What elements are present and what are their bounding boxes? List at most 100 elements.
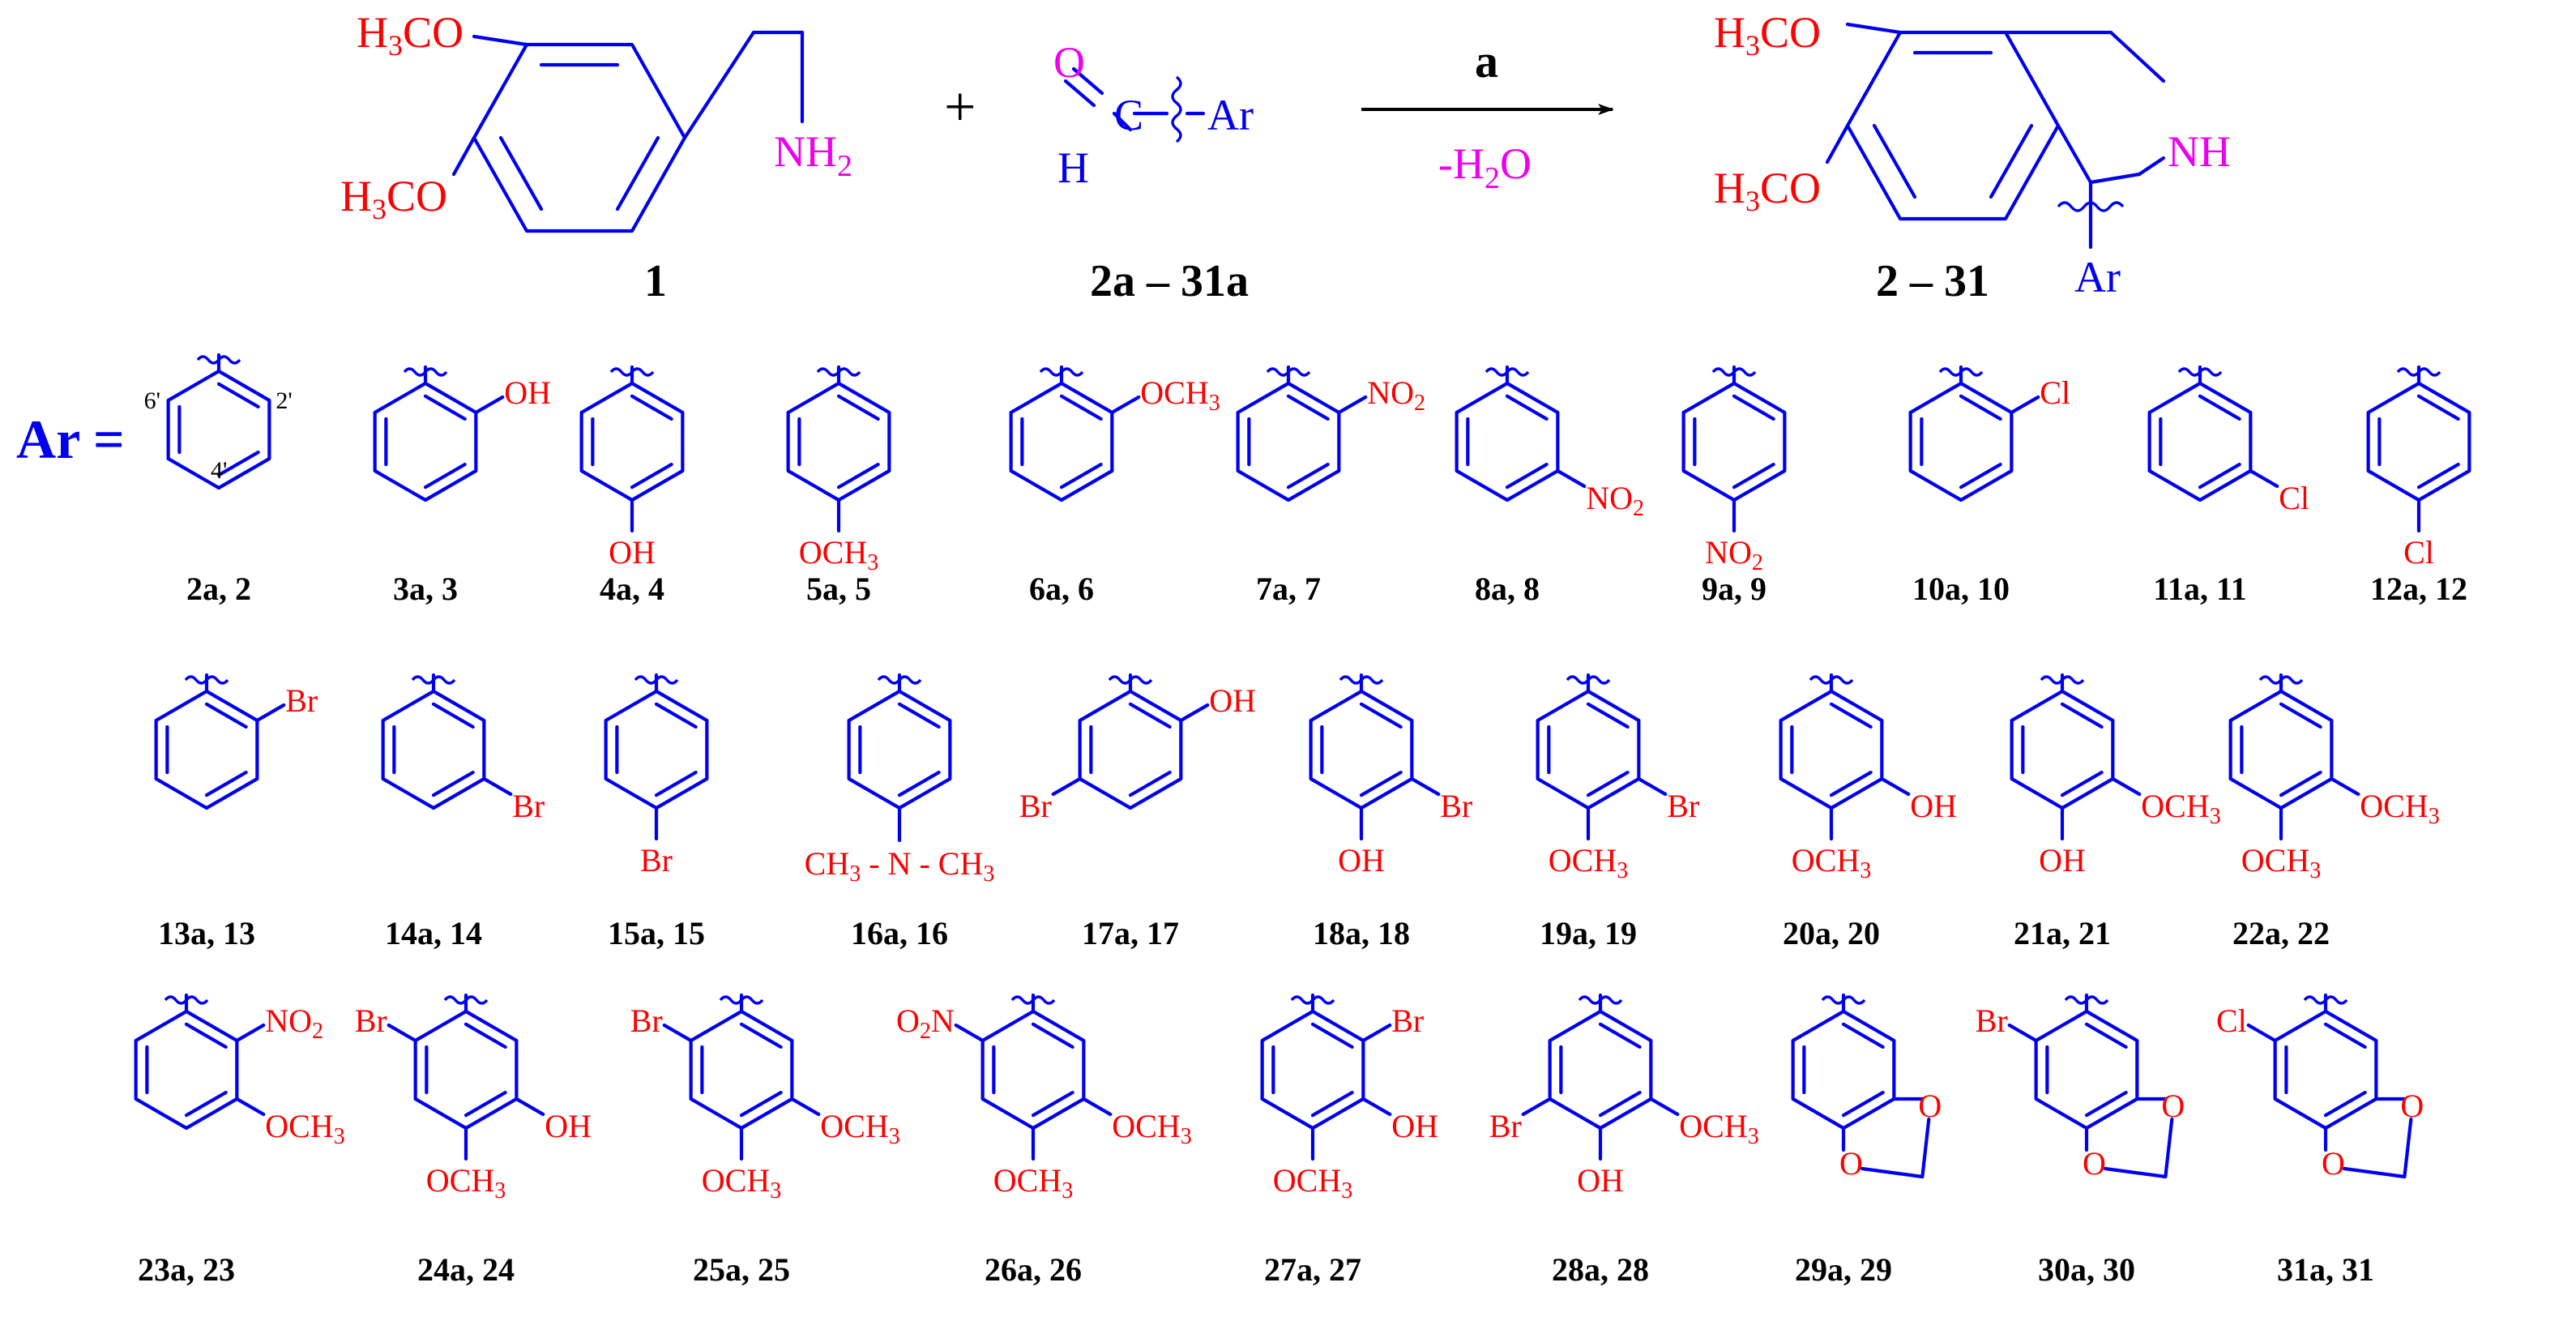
aryl-structure: Cl xyxy=(1908,365,2070,502)
aryl-structure: OCH3 xyxy=(786,365,891,575)
plus-sign: + xyxy=(944,76,976,139)
reactant-1-molecule xyxy=(451,30,805,233)
aryl-substituent: OCH3 xyxy=(426,1162,506,1203)
reactant-2-label: 2a – 31a xyxy=(1090,256,1249,306)
compound-label: 17a, 17 xyxy=(1082,915,1179,951)
aryl-substituent: OH xyxy=(1338,842,1385,878)
aryl-substituent: OCH3 xyxy=(799,534,878,575)
aryl-structure: O O Br xyxy=(1976,993,2185,1182)
aryl-substituent: CH3 - N - CH3 xyxy=(805,845,995,887)
aryl-substituent: OCH3 xyxy=(993,1162,1073,1203)
compound-label: 8a, 8 xyxy=(1475,571,1540,607)
compound-label: 25a, 25 xyxy=(693,1251,790,1288)
product-aryl: Ar xyxy=(2074,253,2121,301)
aryl-substituent: OH xyxy=(2039,842,2086,878)
compound-label: 9a, 9 xyxy=(1702,571,1766,607)
aryl-structure: Br xyxy=(154,673,318,810)
product-molecule xyxy=(1825,22,2166,250)
dioxole-oxygen: O xyxy=(2161,1088,2185,1124)
aryl-substituent: OH xyxy=(1910,788,1957,824)
aryl-substituent: OCH3 xyxy=(2360,788,2439,829)
ring-position-number: 4' xyxy=(211,457,227,484)
dioxole-oxygen: O xyxy=(2400,1088,2424,1124)
reactant-1-amine: NH2 xyxy=(774,127,852,183)
aryl-substituent: OCH3 xyxy=(265,1108,344,1149)
aryl-substituent: OH xyxy=(609,534,656,571)
aryl-substituent: OCH3 xyxy=(1549,842,1628,883)
aryl-substituent: OCH3 xyxy=(2241,842,2321,883)
aryl-substituent: Br xyxy=(630,1002,663,1039)
aryl-structure: Cl xyxy=(2147,365,2309,516)
compound-label: 13a, 13 xyxy=(158,915,255,951)
compound-label: 20a, 20 xyxy=(1783,915,1880,951)
aryl-substituent: OCH3 xyxy=(2141,788,2220,829)
aryl-substituent: OH xyxy=(545,1108,592,1144)
dioxole-oxygen: O xyxy=(2322,1145,2345,1182)
aryl-structure: CH3 - N - CH3 xyxy=(805,673,995,887)
aryl-substituent: OCH3 xyxy=(820,1108,899,1149)
aryl-structure: OCH3 xyxy=(1009,365,1220,502)
compound-label: 24a, 24 xyxy=(417,1251,515,1288)
aryl-structure: Cl xyxy=(2366,365,2471,571)
dioxole-oxygen: O xyxy=(1918,1088,1942,1124)
reactant-2-aryl: Ar xyxy=(1207,91,1254,139)
aryl-substituent: Br xyxy=(640,842,673,878)
aryl-structure: OH xyxy=(579,365,685,571)
compound-label: 31a, 31 xyxy=(2277,1251,2374,1288)
compound-label: 6a, 6 xyxy=(1029,571,1094,607)
aryl-substituent: Br xyxy=(1976,1002,2008,1039)
compound-label: 16a, 16 xyxy=(851,915,948,951)
aryl-substituent: Br xyxy=(1391,1002,1424,1039)
compound-label: 27a, 27 xyxy=(1264,1251,1361,1288)
aryl-substituent: OH xyxy=(1209,682,1256,719)
aryl-substituent: Cl xyxy=(2216,1002,2247,1039)
compound-label: 5a, 5 xyxy=(806,571,871,607)
reactant-2-carbonyl-o: O xyxy=(1053,38,1085,87)
reactant-2-molecule xyxy=(1063,66,1206,143)
compound-label: 4a, 4 xyxy=(600,571,664,607)
aryl-substituent: OCH3 xyxy=(1112,1108,1191,1149)
product-label: 2 – 31 xyxy=(1876,256,1989,306)
aryl-structure: NO2 xyxy=(1455,365,1644,521)
reactant-1-label: 1 xyxy=(644,256,667,306)
product-amine: NH xyxy=(2168,127,2231,176)
compound-label: 3a, 3 xyxy=(393,571,458,607)
aryl-substituent: Cl xyxy=(2403,534,2434,571)
aryl-substituent: NO2 xyxy=(1705,534,1763,575)
aryl-substituent: OH xyxy=(504,374,551,411)
compound-label: 28a, 28 xyxy=(1552,1251,1649,1288)
aryl-substituent: Br xyxy=(1489,1108,1522,1144)
compound-label: 26a, 26 xyxy=(985,1251,1082,1288)
compound-label: 29a, 29 xyxy=(1795,1251,1892,1288)
compound-label: 19a, 19 xyxy=(1540,915,1637,951)
aryl-structure: O O Cl xyxy=(2216,993,2424,1182)
dioxole-oxygen: O xyxy=(2083,1145,2106,1182)
aryl-structure: OH Br xyxy=(1019,673,1256,824)
aryl-substituent: Cl xyxy=(2279,480,2309,516)
aryl-substituent: Br xyxy=(355,1002,387,1039)
aryl-structure: Br xyxy=(604,673,709,878)
aryl-substituent: Br xyxy=(1019,788,1052,824)
aryl-structure: NO2 xyxy=(1236,365,1425,502)
byproduct-label: -H2O xyxy=(1438,139,1532,195)
compound-label: 30a, 30 xyxy=(2038,1251,2135,1288)
ring-position-number: 6' xyxy=(144,387,160,414)
aryl-structure xyxy=(166,353,271,490)
product-methoxy-top: H3CO xyxy=(1714,8,1821,62)
dioxole-oxygen: O xyxy=(1839,1145,1863,1182)
aryl-substituent: OCH3 xyxy=(1679,1108,1758,1149)
compound-label: 18a, 18 xyxy=(1313,915,1410,951)
aryl-substituent: OCH3 xyxy=(1140,374,1220,416)
aryl-substituent: NO2 xyxy=(1586,480,1644,521)
